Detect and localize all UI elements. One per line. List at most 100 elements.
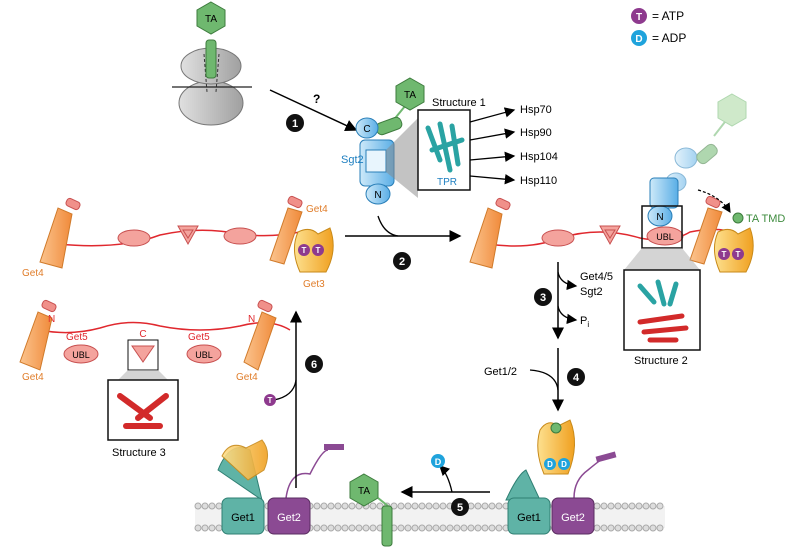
- lipid-head: [411, 502, 419, 510]
- lipid-head: [397, 502, 405, 510]
- lipid-head: [348, 524, 356, 532]
- lipid-head: [320, 524, 328, 532]
- get5-free-right-label: Get5: [188, 332, 210, 343]
- step-1: 1 ?: [269, 89, 358, 132]
- get5-dimer-right: [599, 225, 621, 246]
- legend-adp-symbol: D: [635, 34, 642, 45]
- lipid-head: [404, 502, 412, 510]
- lipid-head: [614, 502, 622, 510]
- legend: T = ATP D = ADP: [631, 8, 686, 46]
- ta-hexagon: [196, 1, 226, 35]
- lipid-head: [446, 524, 454, 532]
- sgt2-out-label: Sgt2: [580, 286, 603, 298]
- get5-ubl-left-b: [223, 227, 257, 245]
- pi-main: P: [580, 315, 587, 327]
- lipid-head: [327, 502, 335, 510]
- step-6-number: 6: [311, 359, 317, 371]
- lipid-head: [404, 524, 412, 532]
- get3-left-label: Get3: [303, 279, 325, 290]
- lipid-head: [341, 502, 349, 510]
- get4-free-left: [19, 311, 53, 371]
- get4-5-free-complex: N Get4 Get5 UBL C Structure 3 Get5 UBL N…: [19, 299, 291, 459]
- ta-tmd-label: TA TMD: [746, 213, 785, 225]
- lipid-head: [334, 524, 342, 532]
- chaperone-2: Hsp104: [520, 151, 558, 163]
- get5-ubl-left-a: [117, 229, 151, 247]
- lipid-head: [628, 524, 636, 532]
- lipid-head: [635, 524, 643, 532]
- legend-atp: T = ATP: [631, 8, 684, 24]
- get4-left-b: [269, 207, 303, 265]
- atp-rebinding: T: [268, 396, 273, 405]
- lipid-head: [432, 502, 440, 510]
- lipid-head: [495, 502, 503, 510]
- lipid-head: [320, 502, 328, 510]
- ta-tmd-dot: [732, 212, 744, 224]
- sgt2-complex: TA C N Sgt2 TPR Structure 1: [341, 77, 486, 205]
- ta-tmd-inserted: [381, 505, 393, 547]
- lipid-head: [432, 524, 440, 532]
- lipid-head: [474, 524, 482, 532]
- lipid-head: [649, 524, 657, 532]
- lipid-head: [369, 502, 377, 510]
- step-2-number: 2: [399, 256, 405, 268]
- step-4-number: 4: [573, 372, 580, 384]
- n-free-right: N: [248, 314, 255, 325]
- step-1-question: ?: [313, 92, 320, 106]
- get4-left: [39, 207, 73, 269]
- lipid-head: [628, 502, 636, 510]
- ta-tmd-bound: [375, 116, 403, 136]
- ubl-free-left: UBL: [72, 350, 90, 360]
- step-5-number: 5: [457, 502, 463, 514]
- get2-right: [551, 497, 595, 535]
- lipid-head: [439, 524, 447, 532]
- get2-left-label: Get2: [277, 512, 301, 524]
- step-6: T 6: [264, 310, 323, 488]
- structure-2-box: [623, 269, 701, 351]
- lipid-head: [481, 502, 489, 510]
- lipid-head: [460, 524, 468, 532]
- lipid-head: [593, 502, 601, 510]
- lipid-head: [621, 502, 629, 510]
- legend-adp-label: = ADP: [652, 31, 686, 45]
- get2-right-label: Get2: [561, 512, 585, 524]
- c-free-label: C: [139, 329, 146, 340]
- lipid-head: [656, 502, 664, 510]
- lipid-head: [642, 524, 650, 532]
- lipid-head: [334, 502, 342, 510]
- lipid-head: [481, 524, 489, 532]
- sgt2-c-label: C: [363, 124, 370, 135]
- lipid-head: [607, 524, 615, 532]
- chaperone-list: Hsp70 Hsp90 Hsp104 Hsp110: [469, 104, 558, 187]
- lipid-head: [208, 524, 216, 532]
- adp-a: D: [547, 460, 553, 469]
- lipid-head: [614, 524, 622, 532]
- lipid-head: [215, 502, 223, 510]
- lipid-head: [362, 524, 370, 532]
- lipid-head: [397, 524, 405, 532]
- adp-released: D: [435, 457, 442, 467]
- lipid-head: [642, 502, 650, 510]
- ta-tail-nascent: [205, 39, 217, 79]
- ta-label: TA: [205, 14, 217, 25]
- get4-5-get3-sgt2-complex-right: UBL T T TA TMD N: [469, 93, 785, 367]
- lipid-head: [194, 524, 202, 532]
- ta-inserted-label: TA: [358, 486, 370, 497]
- lipid-head: [425, 524, 433, 532]
- sgt2-c-domain: [355, 117, 379, 139]
- atp-right-a: T: [722, 250, 727, 259]
- structure-2-label: Structure 2: [634, 355, 688, 367]
- legend-adp: D = ADP: [631, 30, 686, 46]
- step-1-number: 1: [292, 118, 298, 130]
- sgt2-n-right-label: N: [656, 212, 663, 223]
- get4-left-b-label: Get4: [306, 204, 328, 215]
- n-free-left: N: [48, 314, 55, 325]
- tpr-label: TPR: [437, 177, 457, 188]
- lipid-head: [369, 524, 377, 532]
- lipid-head: [418, 524, 426, 532]
- step-4: 4 Get1/2: [484, 348, 585, 412]
- get1-left: [221, 497, 265, 535]
- lipid-head: [215, 524, 223, 532]
- lipid-head: [425, 502, 433, 510]
- lipid-head: [474, 502, 482, 510]
